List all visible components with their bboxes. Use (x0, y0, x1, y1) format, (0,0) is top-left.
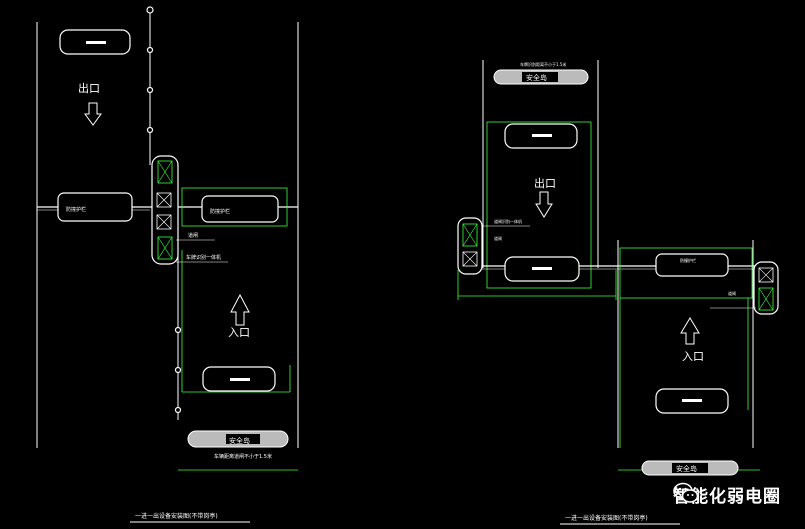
camera-unit (157, 236, 173, 260)
dimension-frame (486, 121, 592, 289)
center-node (174, 366, 182, 374)
center-node (174, 326, 182, 334)
watermark: 智能化弱电圈 (673, 482, 781, 507)
safety-island-caption-bg (226, 434, 260, 444)
label-lane: 道闸 (188, 232, 198, 239)
guard-box-center-text: 防撞护栏 (680, 257, 696, 263)
barrier-motor-box (156, 214, 172, 230)
center-node (174, 406, 182, 414)
right-drawing-title: 一进一出设备安装图(不带岗亭) (565, 514, 648, 522)
barrier-motor-box (156, 192, 172, 208)
guard-box-right (201, 195, 279, 223)
left-drawing-title: 一进一出设备安装图(不带岗亭) (135, 512, 218, 520)
center-node (146, 126, 154, 134)
guard-box-left (57, 192, 133, 222)
label-a-left: 道闸 (494, 235, 502, 241)
entry-label-left: 入口 (228, 326, 250, 339)
down-arrow-icon (535, 191, 553, 218)
entry-label-right: 入口 (682, 350, 704, 363)
right-drawing: 车牌识别距离不小于1.5米 安全岛 出口 道闸识别一体机 道闸 (457, 60, 779, 525)
barrier-motor-cross (758, 267, 774, 283)
camera-unit (157, 160, 173, 184)
exit-label-left: 出口 (78, 81, 100, 95)
barrier-motor-box (758, 267, 774, 283)
guard-box-right-text: 防撞护栏 (210, 208, 230, 215)
safety-island-caption-bg (522, 72, 558, 82)
safety-island-caption-left: 安全岛 (229, 436, 250, 445)
camera-unit-cross (157, 160, 173, 184)
left-drawing: 出口 防撞护栏 防撞护栏 道闸 车牌 (36, 6, 299, 523)
camera-unit-cross (462, 223, 478, 247)
car-plate (682, 399, 702, 402)
center-node (146, 46, 154, 54)
center-node (146, 86, 154, 94)
watermark-text: 智能化弱电圈 (673, 487, 781, 507)
camera-unit-cross (157, 236, 173, 260)
guard-box-center (655, 253, 729, 277)
label-machine: 车牌识别一体机 (186, 254, 221, 261)
barrier-motor-cross (156, 214, 172, 230)
up-arrow-icon (680, 317, 700, 345)
car-plate (230, 378, 250, 381)
camera-unit (758, 287, 774, 311)
dimension-frame (619, 247, 753, 299)
safety-island-caption-top: 安全岛 (526, 73, 547, 82)
barrier-motor-cross (156, 192, 172, 208)
down-arrow-icon (84, 102, 102, 126)
gate-label: 道闸识别一体机 (494, 218, 522, 224)
label-a-right: 道闸 (728, 290, 736, 296)
camera-unit-cross (758, 287, 774, 311)
safety-island-caption-bottom: 安全岛 (676, 464, 697, 473)
dimension-frame (181, 187, 288, 227)
safety-island-note-left: 车辆距离道闸不小于1.5米 (214, 453, 272, 460)
up-arrow-icon (230, 293, 250, 326)
barrier-motor-cross (462, 251, 478, 267)
safety-island-caption-bg (672, 463, 708, 473)
barrier-motor-box (462, 251, 478, 267)
car-plate (532, 267, 552, 270)
guard-box-left-text: 防撞护栏 (66, 206, 86, 213)
wechat-icon (673, 482, 699, 503)
center-node (146, 6, 154, 14)
car-plate (532, 134, 552, 137)
car-plate (86, 41, 106, 44)
top-note: 车牌识别距离不小于1.5米 (520, 61, 566, 67)
exit-label-right: 出口 (534, 176, 556, 190)
camera-unit (462, 223, 478, 247)
